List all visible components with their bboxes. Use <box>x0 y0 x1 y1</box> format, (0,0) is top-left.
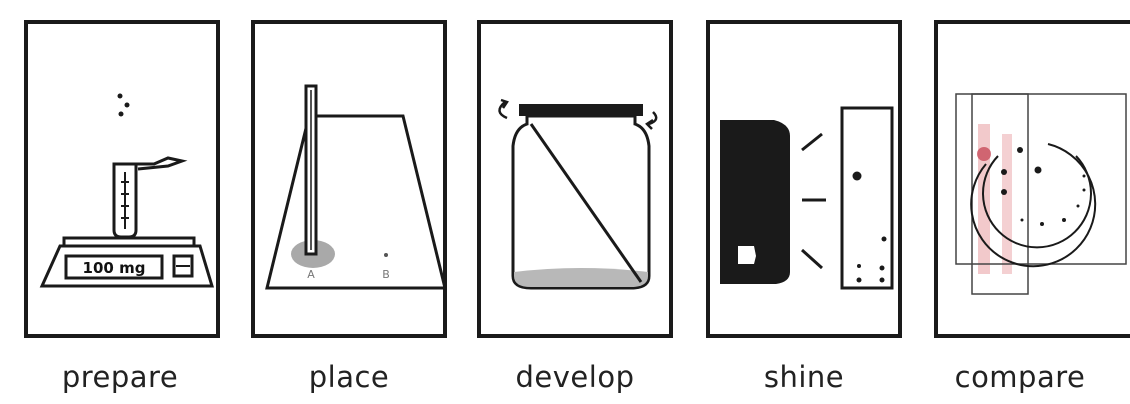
jar-lid <box>519 104 643 116</box>
caption-shine: shine <box>763 360 845 394</box>
caption-place: place <box>308 360 390 394</box>
panel-place: A B <box>251 20 447 338</box>
scale-icon: 100 mg <box>39 93 215 288</box>
chromatogram-arc <box>982 155 1092 249</box>
uv-spot <box>879 265 885 271</box>
uv-lamp-body <box>720 120 790 284</box>
panel-develop <box>477 20 673 338</box>
stain-spot <box>977 147 991 161</box>
powder-dot <box>117 93 123 99</box>
panel-prepare: 100 mg <box>24 20 220 338</box>
caption-compare: compare <box>954 360 1086 394</box>
jar-icon <box>498 98 658 290</box>
uv-ray <box>801 132 823 152</box>
stain-streak <box>1002 134 1012 274</box>
tlc-plate-icon: A B <box>265 84 443 290</box>
powder-dot <box>124 102 130 108</box>
spatula-icon <box>136 156 188 171</box>
scale-body <box>39 244 215 288</box>
caption-prepare: prepare <box>61 360 179 394</box>
scale-buttons <box>172 254 194 278</box>
lamp-window <box>738 246 756 264</box>
panel-shine <box>706 20 902 338</box>
plate-outline <box>265 114 443 290</box>
overlay-frame <box>955 93 1127 265</box>
uv-spot <box>879 277 885 283</box>
uv-plate <box>840 106 894 290</box>
scale-display <box>64 254 164 280</box>
chromatogram-overlay-icon <box>955 93 1127 295</box>
scale-readout: 100 mg <box>83 259 146 277</box>
caption-develop: develop <box>515 360 635 394</box>
panel-compare <box>934 20 1130 338</box>
uv-spot <box>856 277 862 283</box>
uv-spot <box>881 236 887 242</box>
spot-a-label: A <box>307 268 315 281</box>
uv-spot <box>857 264 861 268</box>
uv-ray <box>800 248 824 270</box>
uv-spot <box>852 171 862 181</box>
solvent-level <box>514 268 648 287</box>
plate-in-jar <box>529 123 643 283</box>
uv-lamp-icon <box>720 106 894 290</box>
spot-b <box>384 253 388 257</box>
rotate-left-icon <box>498 101 508 120</box>
spot-b-label: B <box>382 268 390 281</box>
rotate-right-icon <box>648 111 658 126</box>
powder-dot <box>118 111 124 117</box>
jar-body <box>511 114 651 290</box>
